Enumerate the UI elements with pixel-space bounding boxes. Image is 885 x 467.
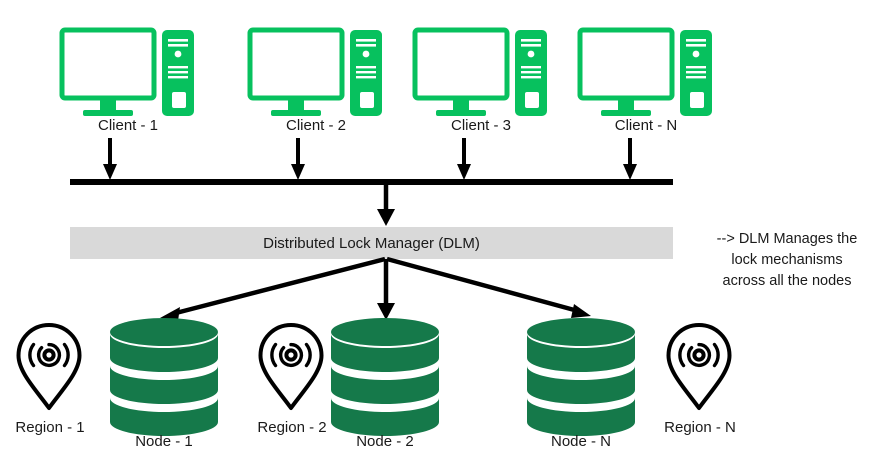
node-label-2: Node - 2 xyxy=(356,433,414,450)
client-to-bus-arrow-n xyxy=(623,138,637,180)
client-label-1: Client - 1 xyxy=(97,117,159,134)
node-label-1: Node - 1 xyxy=(135,433,193,450)
region-icon-1 xyxy=(16,323,82,410)
node-label-n: Node - N xyxy=(550,433,612,450)
client-to-bus-arrow-3 xyxy=(457,138,471,180)
client-to-bus-arrow-1 xyxy=(103,138,117,180)
dlm-annotation: --> DLM Manages the lock mechanisms acro… xyxy=(693,229,881,292)
dlm-annotation-line-1: --> DLM Manages the xyxy=(716,231,858,247)
dlm-annotation-line-2: lock mechanisms xyxy=(731,252,843,269)
client-icon-2 xyxy=(250,30,382,116)
dlm-bar xyxy=(70,227,673,259)
client-to-bus-arrow-2 xyxy=(291,138,305,180)
client-icon-3 xyxy=(415,30,547,116)
client-label-n: Client - N xyxy=(614,117,678,134)
region-icon-n xyxy=(666,323,732,410)
region-icon-2 xyxy=(258,323,324,410)
region-label-2: Region - 2 xyxy=(257,419,327,436)
bus-to-dlm-arrow xyxy=(377,183,395,226)
node-icon-2 xyxy=(331,318,439,436)
region-label-n: Region - N xyxy=(664,419,736,436)
dlm-annotation-line-3: across all the nodes xyxy=(722,273,852,290)
dlm-to-node-arrow-1 xyxy=(160,256,386,321)
region-label-1: Region - 1 xyxy=(15,419,85,436)
client-label-2: Client - 2 xyxy=(285,117,347,134)
dlm-to-node-arrow-n xyxy=(386,256,591,318)
node-icon-1 xyxy=(110,318,218,436)
node-icon-n xyxy=(527,318,635,436)
dlm-to-node-arrow-2 xyxy=(377,259,395,320)
client-label-3: Client - 3 xyxy=(450,117,512,134)
dlm-label: Distributed Lock Manager (DLM) xyxy=(263,235,480,252)
client-icon-n xyxy=(580,30,712,116)
client-icon-1 xyxy=(62,30,194,116)
